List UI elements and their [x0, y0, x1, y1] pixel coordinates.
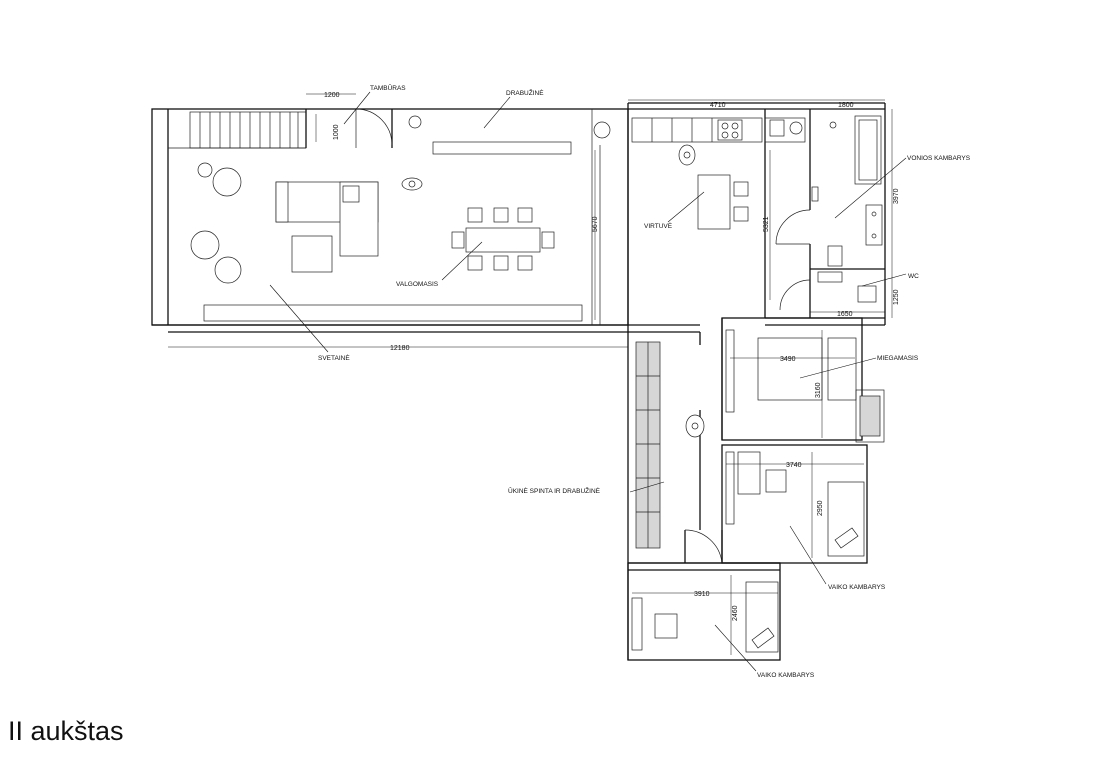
label-vonios-kambarys: VONIOS KAMBARYS: [907, 155, 971, 162]
label-drabuzine: DRABUŽINĖ: [506, 88, 544, 97]
living-furniture: [190, 162, 583, 322]
dim-bedroom-width: 3490: [780, 356, 796, 363]
bedroom-furniture: [725, 329, 885, 443]
dim-bath-width: 1800: [838, 102, 854, 109]
label-valgomasis: VALGOMASIS: [396, 281, 439, 288]
dim-wc-depth: 1250: [893, 289, 900, 305]
label-vaiko-kambarys-2: VAIKO KAMBARYS: [757, 672, 815, 679]
kids-furniture: [631, 451, 865, 653]
label-vaiko-kambarys-1: VAIKO KAMBARYS: [828, 584, 886, 591]
label-wc: WC: [908, 273, 919, 280]
dim-living-depth: 5670: [592, 216, 599, 232]
leader-lines: [269, 91, 907, 672]
dim-kids1-width: 3740: [786, 462, 802, 469]
label-ukine-spinta: ŪKINĖ SPINTA IR DRABUŽINĖ: [508, 486, 601, 495]
dim-bedroom-depth: 3160: [815, 382, 822, 398]
dimension-texts: 1200 1000 4710 1800 5670 5321 3970 1250 …: [324, 92, 900, 621]
vestibule: [305, 108, 611, 325]
kitchen-furniture: [631, 117, 806, 230]
corridor-wardrobe: [635, 341, 723, 564]
dim-bath-depth: 3970: [893, 188, 900, 204]
dim-tamburas-depth: 1000: [333, 124, 340, 140]
bathroom-fixtures: [775, 115, 883, 311]
dim-total-width: 12180: [390, 345, 410, 352]
walls: [151, 102, 886, 661]
label-virtuve: VIRTUVĖ: [644, 221, 673, 230]
dim-wc-width: 1650: [837, 311, 853, 318]
room-labels: TAMBŪRAS DRABUŽINĖ SVETAINĖ VALGOMASIS V…: [318, 84, 971, 679]
dim-kitchen-depth: 5321: [763, 216, 770, 232]
label-tamburas: TAMBŪRAS: [370, 84, 406, 92]
dim-kids2-depth: 2460: [732, 605, 739, 621]
dim-kids2-width: 3910: [694, 591, 710, 598]
dim-kitchen-width: 4710: [710, 102, 726, 109]
dimension-lines: [168, 93, 893, 655]
floor-title: II aukštas: [8, 716, 124, 746]
label-svetaine: SVETAINĖ: [318, 353, 350, 362]
staircase: [168, 111, 307, 149]
dim-tamburas-width: 1200: [324, 92, 340, 99]
dim-kids1-depth: 2950: [817, 500, 824, 516]
label-miegamasis: MIEGAMASIS: [877, 355, 919, 362]
